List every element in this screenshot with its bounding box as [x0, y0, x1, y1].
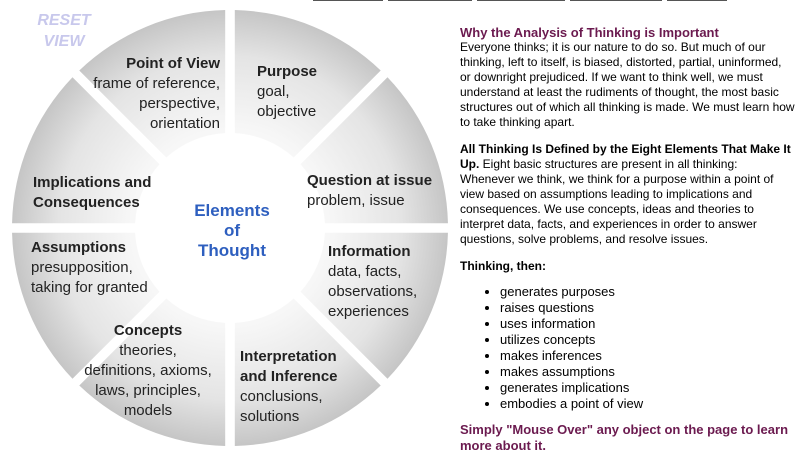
defined-paragraph: All Thinking Is Defined by the Eight Ele… — [460, 142, 795, 247]
segment-title: Interpretation — [240, 348, 337, 365]
top-nav-button-4[interactable] — [570, 0, 662, 1]
defined-bold: All Thinking Is Defined by the Eight Ele… — [460, 142, 791, 171]
list-item: generates purposes — [500, 284, 795, 300]
list-item: raises questions — [500, 300, 795, 316]
list-item: uses information — [500, 316, 795, 332]
segment-title: Point of View — [126, 55, 220, 72]
segment-purpose[interactable] — [234, 10, 381, 158]
segment-label-point-of-view[interactable]: Point of View frame of reference, perspect… — [93, 55, 220, 132]
segment-title: Consequences — [33, 194, 140, 211]
center-label-line: Thought — [198, 241, 266, 260]
mouse-over-hint: Simply "Mouse Over" any object on the pa… — [460, 422, 789, 453]
segment-title: Assumptions — [31, 239, 126, 256]
center-label-line: Elements — [194, 201, 270, 220]
segment-title: Concepts — [114, 322, 182, 339]
segment-subtitle: problem, issue — [307, 192, 405, 209]
segment-subtitle: laws, principles, — [95, 382, 201, 399]
list-item: embodies a point of view — [500, 396, 795, 412]
segment-subtitle: definitions, axioms, — [84, 362, 212, 379]
segment-question[interactable] — [300, 77, 448, 224]
segment-subtitle: experiences — [328, 303, 409, 320]
list-item: makes assumptions — [500, 364, 795, 380]
segment-subtitle: objective — [257, 103, 316, 120]
center-label-line: of — [224, 221, 240, 240]
segment-subtitle: theories, — [119, 342, 177, 359]
defined-text: Eight basic structures are present in al… — [460, 157, 774, 246]
segment-implications[interactable] — [12, 77, 160, 224]
segment-title: Purpose — [257, 63, 317, 80]
segment-label-assumptions[interactable]: Assumptions presupposition, taking for gra… — [31, 239, 148, 296]
list-item: makes inferences — [500, 348, 795, 364]
reset-view-button[interactable]: RESET VIEW — [32, 10, 96, 52]
reset-label-line2: VIEW — [43, 33, 85, 50]
top-nav-button-1[interactable] — [313, 0, 383, 1]
top-nav-buttons — [313, 0, 727, 1]
segment-assumptions[interactable] — [12, 232, 160, 379]
thinking-then-label: Thinking, then: — [460, 259, 546, 273]
segment-subtitle: goal, — [257, 83, 290, 100]
segment-label-information[interactable]: Information data, facts, observations, expe… — [328, 243, 417, 320]
segment-subtitle: observations, — [328, 283, 417, 300]
thinking-list: generates purposes raises questions uses… — [460, 284, 795, 412]
segment-subtitle: solutions — [240, 408, 299, 425]
segment-subtitle: data, facts, — [328, 263, 401, 280]
segment-information[interactable] — [300, 232, 448, 379]
list-item: utilizes concepts — [500, 332, 795, 348]
segment-label-purpose[interactable]: Purpose goal, objective — [257, 63, 317, 120]
segment-title: Information — [328, 243, 411, 260]
segment-label-interpretation[interactable]: Interpretation and Inference conclusions, s… — [240, 348, 338, 425]
segment-subtitle: orientation — [150, 115, 220, 132]
segment-title: Question at issue — [307, 172, 432, 189]
top-nav-button-2[interactable] — [388, 0, 472, 1]
segment-label-concepts[interactable]: Concepts theories, definitions, axioms, law… — [84, 322, 212, 419]
intro-paragraph: Everyone thinks; it is our nature to do … — [460, 40, 795, 129]
segment-subtitle: models — [124, 402, 172, 419]
reset-label-line1: RESET — [37, 12, 91, 29]
segment-title: and Inference — [240, 368, 338, 385]
top-nav-button-5[interactable] — [667, 0, 727, 1]
segment-label-question[interactable]: Question at issue problem, issue — [307, 172, 432, 209]
segment-subtitle: conclusions, — [240, 388, 323, 405]
segment-subtitle: taking for granted — [31, 279, 148, 296]
segment-subtitle: perspective, — [139, 95, 220, 112]
list-item: generates implications — [500, 380, 795, 396]
top-nav-button-3[interactable] — [477, 0, 565, 1]
segment-concepts[interactable] — [79, 298, 226, 446]
segment-point-of-view[interactable] — [79, 10, 226, 158]
info-panel: Why the Analysis of Thinking is Importan… — [460, 25, 795, 454]
panel-heading: Why the Analysis of Thinking is Importan… — [460, 25, 719, 40]
segment-subtitle: presupposition, — [31, 259, 133, 276]
segment-subtitle: frame of reference, — [93, 75, 220, 92]
segment-interpretation[interactable] — [234, 298, 381, 446]
segment-title: Implications and — [33, 174, 151, 191]
